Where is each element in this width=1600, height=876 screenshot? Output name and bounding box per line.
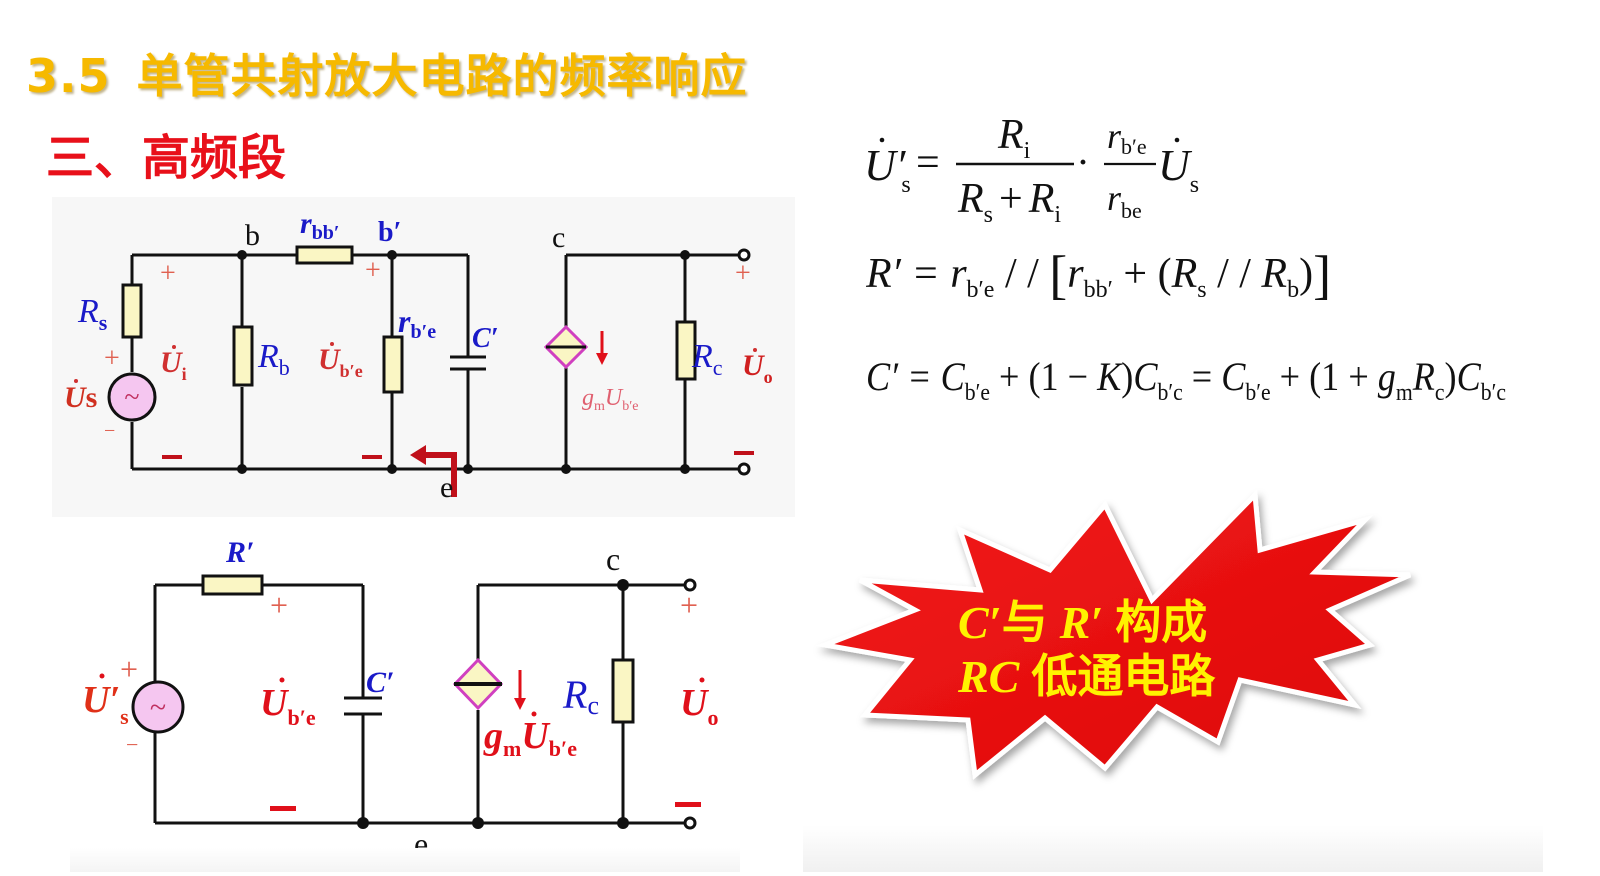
rs-resistor bbox=[121, 283, 143, 339]
output-terminal-minus bbox=[683, 816, 697, 830]
node-e-label: e bbox=[440, 471, 453, 504]
rc-resistor bbox=[675, 320, 697, 381]
minus-sign bbox=[270, 806, 296, 811]
svg-text:C′与R′构成: C′与R′构成 bbox=[958, 595, 1207, 649]
svg-text:~: ~ bbox=[124, 382, 139, 413]
svg-text:+: + bbox=[160, 258, 176, 289]
us-label: Us bbox=[64, 381, 97, 414]
ube-label: Ub′e bbox=[260, 682, 316, 730]
rb-resistor bbox=[232, 325, 254, 387]
current-arrow-icon bbox=[596, 331, 608, 365]
svg-text:U′s: U′s bbox=[864, 141, 911, 198]
svg-text:+: + bbox=[365, 255, 381, 286]
subsection-heading: 三、高频段 bbox=[46, 130, 287, 186]
us-prime-label: U′s bbox=[82, 679, 129, 729]
r-prime-resistor bbox=[201, 574, 264, 596]
uo-label: Uo bbox=[680, 682, 718, 730]
ac-source-icon bbox=[131, 680, 185, 734]
svg-text:+: + bbox=[270, 587, 288, 623]
svg-text:−: − bbox=[104, 420, 115, 442]
ui-label: Ui bbox=[160, 346, 187, 384]
slide-title: 3.5 单管共射放大电路的频率响应 bbox=[26, 40, 748, 106]
node-c-label: c bbox=[606, 541, 620, 577]
uo-label: Uo bbox=[742, 349, 773, 387]
svg-text:rb′e: rb′e bbox=[1107, 116, 1147, 159]
rc-label: Rc bbox=[562, 672, 599, 720]
svg-text:+: + bbox=[120, 651, 138, 687]
svg-text:+: + bbox=[680, 587, 698, 623]
hybrid-pi-circuit-svg: ~ b b′ c e bbox=[64, 207, 773, 504]
rb-label: Rb bbox=[257, 338, 290, 380]
simplified-rc-circuit-diagram: ~ c e R′ C′ Rc gmUb′e U′s Ub′e Uo bbox=[60, 530, 760, 872]
output-terminal-plus bbox=[683, 578, 697, 592]
svg-text:+: + bbox=[735, 258, 751, 289]
section-number: 3.5 bbox=[26, 49, 111, 103]
svg-text:R′ = rb′e / / [rbb′ + (Rs / /: R′ = rb′e / / [rbb′ + (Rs / / Rb)] bbox=[866, 245, 1331, 305]
svg-text:−: − bbox=[126, 732, 138, 757]
emitter-arrow-icon bbox=[410, 445, 457, 497]
node-c-label: c bbox=[552, 221, 565, 254]
node-b-label: b bbox=[245, 219, 260, 252]
rc-label: Rc bbox=[691, 338, 723, 380]
minus-sign bbox=[734, 451, 754, 455]
starburst-shape bbox=[815, 489, 1412, 780]
svg-text:Ri: Ri bbox=[997, 112, 1031, 164]
rbb-resistor bbox=[295, 245, 354, 265]
node-b-prime-label: b′ bbox=[378, 217, 401, 248]
shadow-strip bbox=[70, 848, 740, 872]
c-prime-label: C′ bbox=[472, 323, 499, 354]
formula-r-prime: R′ = rb′e / / [rbb′ + (Rs / / Rb)] bbox=[865, 245, 1346, 315]
hybrid-pi-circuit-diagram: ~ b b′ c e bbox=[52, 197, 795, 517]
svg-text:Rs+Ri: Rs+Ri bbox=[957, 176, 1061, 228]
svg-text:C′ = Cb′e + (1 − K)Cb′c = Cb′e: C′ = Cb′e + (1 − K)Cb′c = Cb′e + (1 + gm… bbox=[866, 354, 1506, 406]
rbe-label: rb′e bbox=[398, 303, 436, 343]
formula-us-prime: U′s = Ri Rs+Ri · rb′e rbe Us bbox=[864, 108, 1224, 238]
svg-text:~: ~ bbox=[150, 691, 166, 724]
current-arrow-icon bbox=[514, 670, 526, 710]
rc-resistor bbox=[611, 658, 635, 724]
svg-text:Us: Us bbox=[1158, 141, 1199, 198]
output-terminal-minus bbox=[737, 462, 751, 476]
ube-label: Ub′e bbox=[318, 343, 363, 381]
minus-sign bbox=[162, 455, 182, 459]
rbe-resistor bbox=[382, 335, 404, 394]
minus-sign bbox=[675, 802, 701, 807]
output-terminal-plus bbox=[737, 248, 751, 262]
formula-c-prime: C′ = Cb′e + (1 − K)Cb′c = Cb′e + (1 + gm… bbox=[866, 348, 1546, 418]
ac-source-icon bbox=[107, 372, 157, 422]
svg-text:·: · bbox=[1078, 146, 1088, 179]
gm-ube-label: gmUb′e bbox=[582, 385, 639, 414]
shadow-strip bbox=[803, 825, 1543, 872]
rs-label: Rs bbox=[77, 293, 108, 335]
svg-text:=: = bbox=[916, 140, 940, 186]
simplified-rc-circuit-svg: ~ c e R′ C′ Rc gmUb′e U′s Ub′e Uo bbox=[82, 536, 718, 862]
r-prime-label: R′ bbox=[225, 536, 254, 569]
section-title: 单管共射放大电路的频率响应 bbox=[136, 49, 748, 103]
rbb-label: rbb′ bbox=[300, 207, 340, 244]
svg-text:rbe: rbe bbox=[1107, 178, 1142, 223]
gm-ube-label: gmUb′e bbox=[483, 715, 577, 761]
minus-sign bbox=[362, 455, 382, 459]
c-prime-label: C′ bbox=[366, 666, 394, 699]
svg-text:+: + bbox=[104, 343, 120, 374]
